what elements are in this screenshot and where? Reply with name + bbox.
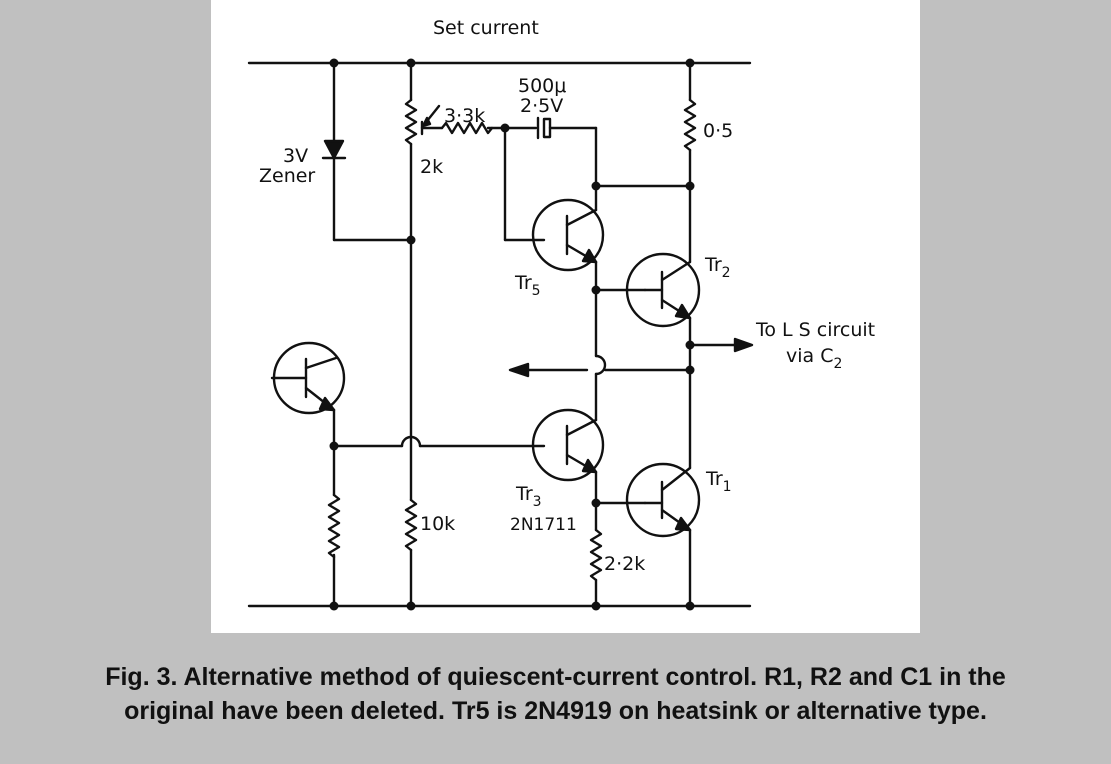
transistor-tr1 bbox=[625, 462, 701, 608]
junction-dots bbox=[329, 58, 695, 611]
caption-line-2: original have been deleted. Tr5 is 2N491… bbox=[124, 697, 987, 725]
transistor-tr5 bbox=[531, 184, 605, 272]
transistor-driver bbox=[270, 341, 346, 448]
label-emitter-resistor: 0·5 bbox=[703, 120, 733, 142]
label-pot-value: 2k bbox=[420, 156, 443, 178]
zener-diode bbox=[321, 61, 413, 242]
circuit-schematic: Set current 2k 3·3k 500μ 2·5V 0·5 3V Zen… bbox=[247, 17, 875, 611]
resistor-left bbox=[327, 444, 341, 608]
caption-line-1: Fig. 3. Alternative method of quiescent-… bbox=[105, 663, 1006, 691]
label-zener-type: Zener bbox=[259, 165, 315, 187]
schematic-panel: Set current 2k 3·3k 500μ 2·5V 0·5 3V Zen… bbox=[211, 0, 920, 633]
label-set-current: Set current bbox=[433, 17, 539, 39]
resistor-10k bbox=[404, 498, 418, 608]
label-capacitor-voltage: 2·5V bbox=[520, 95, 563, 117]
label-tr2: Tr2 bbox=[704, 254, 731, 281]
label-tr1: Tr1 bbox=[705, 468, 732, 495]
label-2-2k: 2·2k bbox=[604, 553, 645, 575]
transistor-tr2 bbox=[625, 252, 701, 328]
label-tr3: Tr3 bbox=[515, 483, 542, 510]
label-output-line2: via C2 bbox=[786, 345, 842, 372]
label-zener-value: 3V bbox=[283, 145, 308, 167]
resistor-0-5 bbox=[683, 61, 697, 264]
label-output-line1: To L S circuit bbox=[755, 319, 875, 341]
label-series-resistor: 3·3k bbox=[444, 105, 485, 127]
transistor-tr3 bbox=[531, 408, 605, 505]
figure-caption: Fig. 3. Alternative method of quiescent-… bbox=[0, 660, 1111, 728]
label-10k: 10k bbox=[420, 513, 455, 535]
capacitor-500u bbox=[503, 116, 598, 242]
resistor-2-2k bbox=[589, 528, 603, 608]
label-tr3-part: 2N1711 bbox=[510, 515, 577, 535]
label-tr5: Tr5 bbox=[514, 272, 541, 299]
label-capacitor-value: 500μ bbox=[518, 75, 566, 97]
